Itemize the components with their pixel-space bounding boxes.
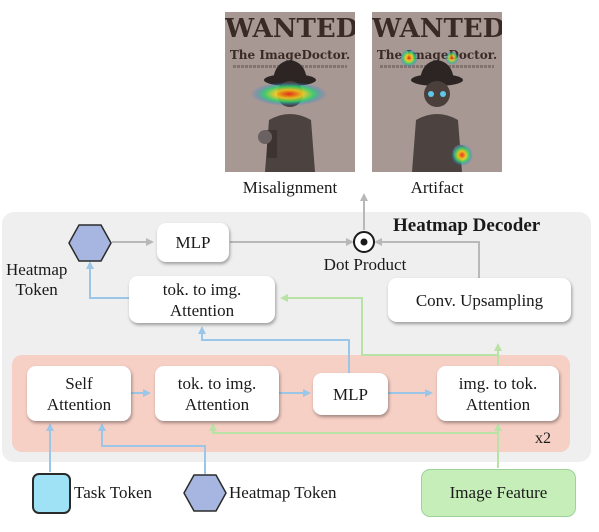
mlp-top-box: MLP (157, 223, 229, 262)
repeat-count-label: x2 (535, 430, 551, 447)
heatmap-token-input-icon (183, 474, 227, 512)
dot-product-icon (353, 231, 375, 253)
arrow-imgtotok-to-topattn (280, 294, 498, 356)
task-token-icon (32, 473, 71, 514)
task-token-label: Task Token (74, 483, 153, 502)
mlp-block-box: MLP (313, 373, 388, 415)
tok-to-img-attention-box: tok. to img. Attention (155, 366, 279, 421)
tok-to-img-attention-top-box: tok. to img. Attention (129, 276, 275, 323)
img-to-tok-attention-box: img. to tok. Attention (437, 366, 559, 421)
heatmap-token-label: Heatmap Token (6, 260, 68, 299)
image-feature-box: Image Feature (421, 469, 576, 517)
self-attention-box: Self Attention (27, 366, 131, 421)
arrow-heatmap-token-up (98, 423, 206, 474)
conv-upsampling-box: Conv. Upsampling (388, 278, 571, 322)
arrow-conv-to-dot (374, 238, 480, 278)
heatmap-token-input-label: Heatmap Token (229, 483, 337, 502)
heatmap-decoder-title: Heatmap Decoder (393, 215, 541, 236)
heatmap-token-icon (68, 224, 112, 262)
arrow-feature-to-toktoimg (209, 423, 498, 434)
artifact-heatmap-image: WANTED The ImageDoctor. (372, 12, 502, 172)
misalignment-caption: Misalignment (242, 178, 338, 197)
artifact-caption: Artifact (410, 178, 464, 197)
dot-product-label: Dot Product (323, 255, 407, 274)
misalignment-heatmap-image: WANTED The ImageDoctor. (225, 12, 355, 172)
arrow-mlp-to-top-attn (198, 326, 350, 373)
